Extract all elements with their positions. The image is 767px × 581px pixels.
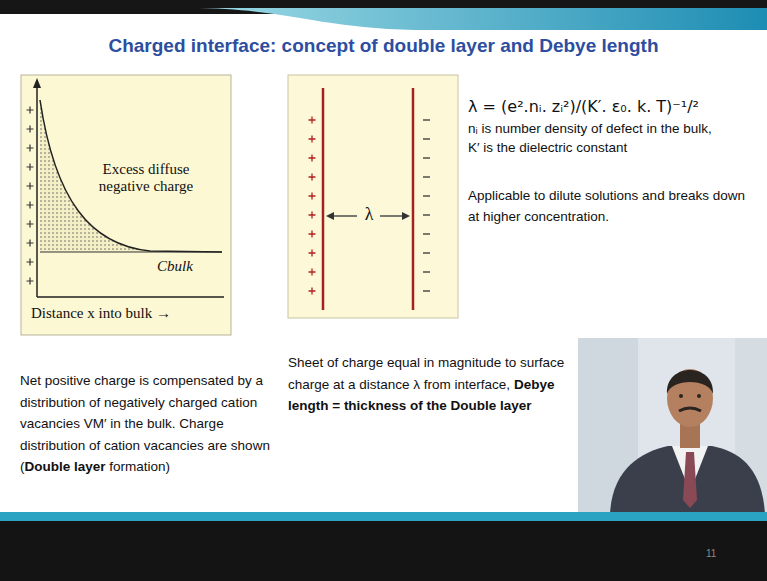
double-layer-sketch (288, 75, 458, 318)
caption-text: formation) (109, 459, 170, 474)
charge-distribution-plot (21, 75, 231, 335)
footer-stripe (0, 512, 767, 521)
footer-bar (0, 521, 767, 581)
double-layer-panel: λ (288, 75, 458, 318)
header-stripe (190, 8, 767, 30)
page-number: 11 (706, 548, 740, 561)
debye-length-formula: λ = (e².nᵢ. zᵢ²)/(K′. ε₀. k. T)⁻¹/² (468, 97, 764, 117)
curve-annotation: Excess diffuse negative charge (85, 161, 207, 196)
middle-caption: Sheet of charge equal in magnitude to su… (288, 352, 570, 417)
debye-length-symbol: λ (358, 204, 380, 225)
caption-emphasis: Double layer (25, 459, 106, 474)
symbol-note: nᵢ is number density of defect in the bu… (468, 121, 764, 138)
presenter-video (578, 338, 767, 514)
plot-panel: Excess diffuse negative chargeCbulkDista… (21, 75, 231, 335)
caption-text: Net positive charge is compensated by a … (20, 373, 270, 474)
left-caption: Net positive charge is compensated by a … (20, 370, 286, 478)
axis-level-label: Cbulk (157, 258, 213, 275)
symbol-note: K′ is the dielectric constant (468, 140, 764, 157)
validity-note: Applicable to dilute solutions and break… (468, 186, 756, 228)
axis-label: Distance x into bulk → (31, 305, 227, 322)
slide-title: Charged interface: concept of double lay… (0, 35, 767, 57)
